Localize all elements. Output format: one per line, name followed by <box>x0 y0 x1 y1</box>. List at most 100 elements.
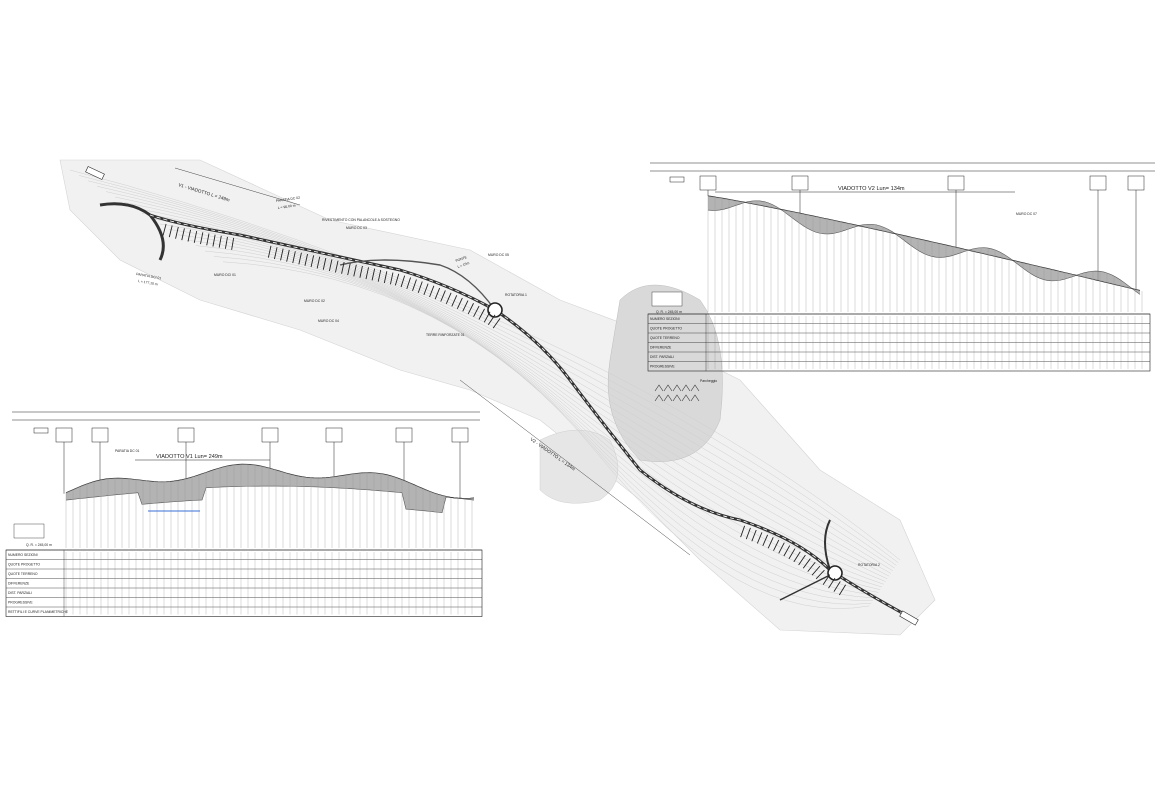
paratia-d1-label: PARATIA DCI 01 <box>136 272 162 280</box>
profile-right-fill-hatch <box>708 196 1140 295</box>
section-tick <box>347 263 351 276</box>
section-tick <box>440 290 446 302</box>
contour-line <box>87 180 897 566</box>
section-tick <box>200 232 204 245</box>
section-tick <box>445 292 452 305</box>
section-tick <box>745 527 751 540</box>
profile-left-paratia: PARATIA DC 01 <box>115 449 139 453</box>
section-tick <box>298 252 302 265</box>
profile-right-legend-box <box>651 291 683 307</box>
contour-line <box>123 202 890 577</box>
table-row-label: RETTIFILI E CURVE PLANIMETRICHE <box>8 610 69 614</box>
section-tick <box>828 577 836 589</box>
table-row-label: QUOTE TERRENO <box>8 572 38 576</box>
grey-terrain-zone <box>607 284 723 462</box>
section-tick <box>341 261 345 274</box>
pier-box <box>177 427 195 443</box>
section-tick <box>434 287 441 300</box>
table-row-label: DIST. PARZIALI <box>8 591 32 595</box>
table-row-label: QUOTE PROGETTO <box>650 327 682 331</box>
section-tick <box>467 303 474 315</box>
section-tick <box>798 554 806 566</box>
pier-box <box>55 427 73 443</box>
terrain-contour-area <box>59 159 936 636</box>
plan-view: V1 - VIADOTTO L = 249m V2 - VIADOTTO L =… <box>59 159 936 636</box>
profile-left-arrow-box <box>33 427 49 434</box>
section-tick <box>811 565 821 576</box>
section-tick <box>274 247 278 260</box>
roundabout-2-label: ROTATORIA 2 <box>858 563 880 567</box>
section-tick <box>206 233 210 246</box>
section-tick <box>231 237 235 250</box>
pier-box <box>699 175 717 191</box>
muro-05-label: MURO DC 05 <box>488 253 509 257</box>
section-tick <box>394 273 400 286</box>
direction-arrow-nw <box>85 166 105 180</box>
section-tick <box>168 225 173 238</box>
section-tick <box>218 235 222 248</box>
section-tick <box>310 255 315 268</box>
section-tick <box>462 300 469 312</box>
section-tick <box>181 228 185 241</box>
section-tick <box>328 259 333 272</box>
contour-line <box>204 250 874 601</box>
parking-stall <box>663 394 673 402</box>
section-tick <box>833 581 841 592</box>
contour-line <box>105 191 893 572</box>
section-tick <box>224 236 228 249</box>
section-tick <box>478 308 485 320</box>
terre-rinforzate-label: TERRE RINFORZATE 01 <box>426 333 465 337</box>
table-row-label: NUMERO SEZIONI <box>8 553 38 557</box>
section-tick <box>788 548 796 560</box>
table-row-label: NUMERO SEZIONI <box>650 317 680 321</box>
section-tick <box>487 314 496 326</box>
section-tick <box>400 275 406 288</box>
section-tick <box>417 281 423 293</box>
section-tick <box>316 256 321 269</box>
parking-stall <box>654 394 664 402</box>
ponte-length: L = 15m <box>457 261 470 269</box>
direction-arrow-se <box>899 610 919 626</box>
profile-right-title: VIADOTTO V2 Lun= 134m <box>838 186 905 192</box>
section-tick <box>304 253 308 266</box>
parking-stall <box>690 384 700 392</box>
parking-label: Parcheggio <box>700 379 717 383</box>
section-tick <box>175 226 179 239</box>
table-row-label: QUOTE TERRENO <box>650 336 680 340</box>
paratia-d1-length: L = 177,10 m <box>138 279 158 286</box>
profile-right-muro: MURO DC 07 <box>1016 212 1037 216</box>
section-tick <box>807 561 816 572</box>
section-tick <box>187 229 191 242</box>
section-tick <box>193 230 198 243</box>
profile-right-section-verticals <box>707 196 1143 312</box>
upper-branch-road <box>339 259 496 311</box>
section-tick <box>412 279 417 291</box>
road-centerline <box>149 214 916 621</box>
profile-left-cut-hatch <box>66 464 474 513</box>
section-tick <box>773 539 780 551</box>
section-tick <box>815 569 825 580</box>
side-road <box>824 519 831 571</box>
longitudinal-profile-left: VIADOTTO V1 Lun= 249m PARATIA DC 01 Q. R… <box>5 411 483 617</box>
table-row-label: PROGRESSIVE <box>650 365 675 369</box>
section-tick <box>822 574 831 585</box>
profile-right-data-table: NUMERO SEZIONI QUOTE PROGETTO QUOTE TERREN… <box>647 313 1151 372</box>
contour-line <box>168 229 881 590</box>
roundabout-2 <box>827 565 843 581</box>
section-tick <box>451 295 458 307</box>
parking-area <box>654 384 700 402</box>
section-tick <box>793 551 801 563</box>
contour-line <box>213 256 872 605</box>
muro-01-label: MURO DCI 01 <box>214 273 236 277</box>
pier-box <box>261 427 279 443</box>
section-tick <box>212 234 216 247</box>
profile-left-legend-box <box>13 523 45 539</box>
grey-terrain-zone-2 <box>539 429 619 504</box>
longitudinal-profile-right: VIADOTTO V2 Lun= 134m MURO DC 07 Q. R. =… <box>647 162 1155 372</box>
side-road-2 <box>779 574 831 601</box>
section-tick <box>473 305 480 317</box>
section-tick <box>389 272 394 285</box>
section-tick <box>740 525 746 538</box>
section-tick <box>838 584 847 596</box>
